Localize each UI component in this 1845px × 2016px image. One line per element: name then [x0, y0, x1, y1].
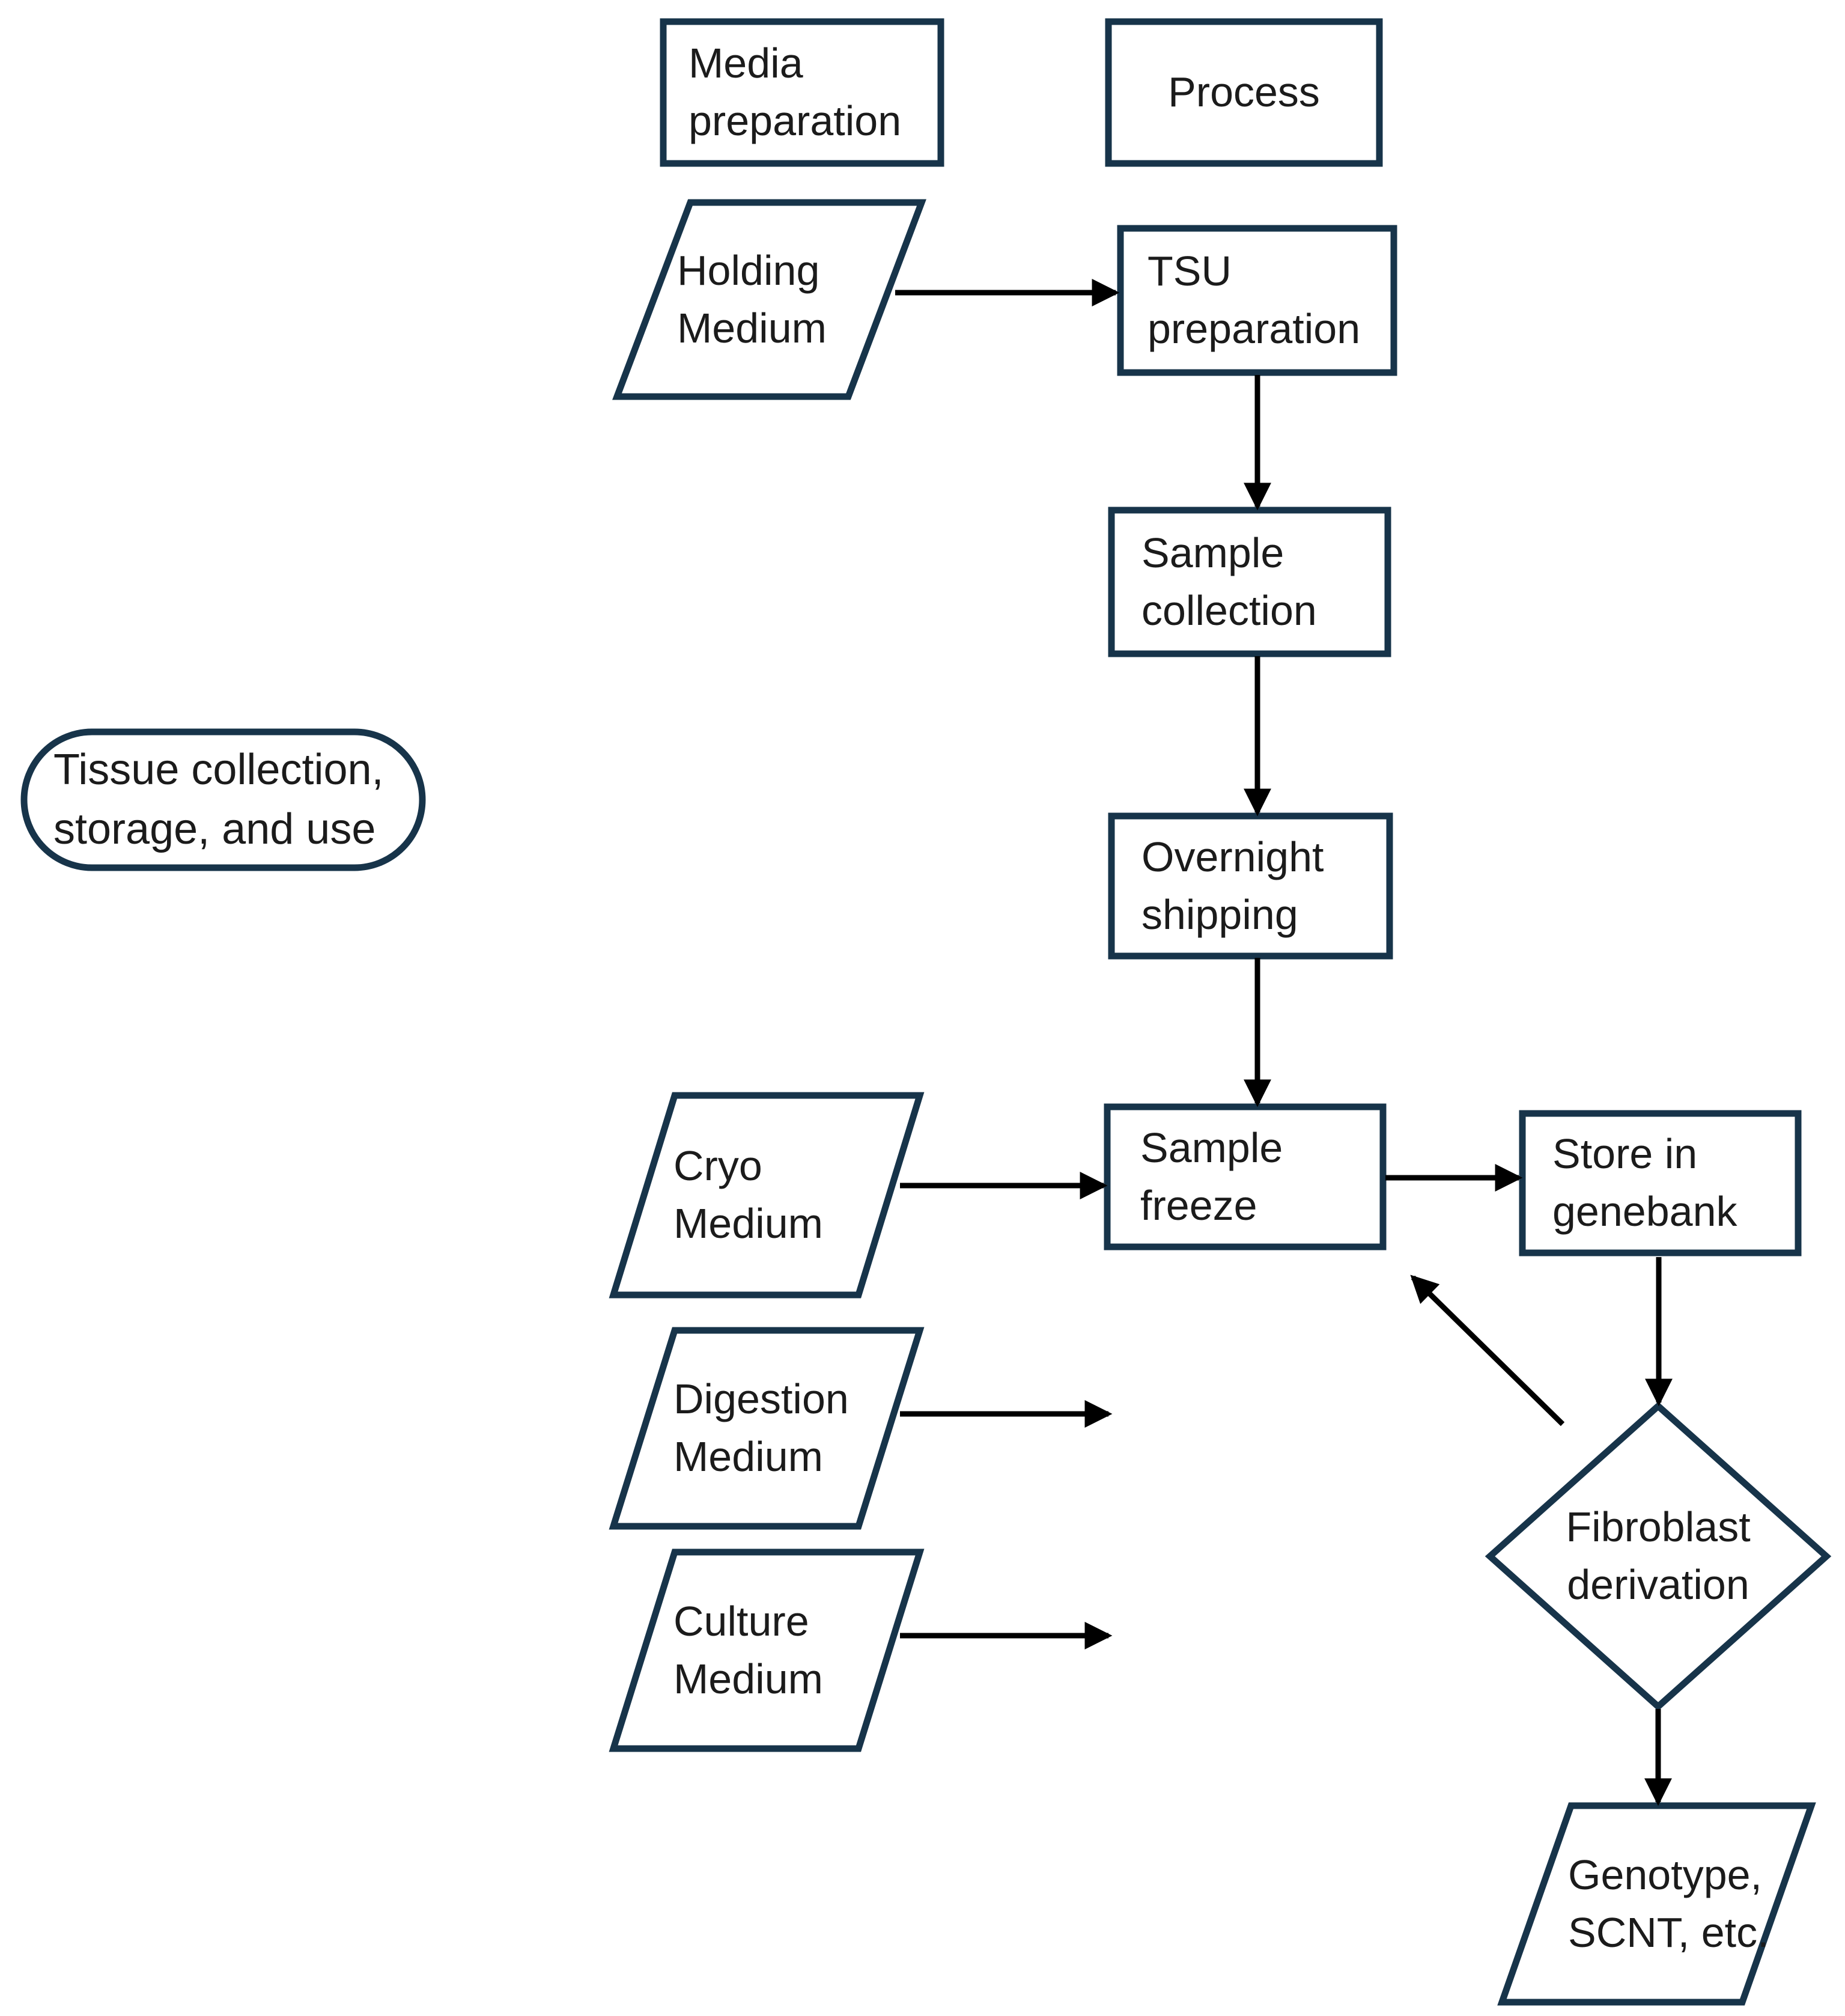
node-holding-medium-shape: [612, 199, 926, 400]
node-tsu-preparation-shape: [1117, 225, 1397, 376]
label-line: Culture: [673, 1597, 809, 1645]
node-digestion-medium-label: Digestion Medium: [613, 1330, 920, 1526]
label-line: Medium: [673, 1433, 823, 1480]
node-tsu-preparation-label: TSU preparation: [1120, 228, 1394, 373]
label-line: Cryo: [673, 1142, 762, 1190]
label-line: Sample: [1140, 1124, 1283, 1171]
label-line: Genotype,: [1568, 1851, 1762, 1898]
node-genotype-scnt-shape: [1497, 1802, 1816, 2006]
arrow-fibroblast-derivation-to-sample-freeze: [1410, 1274, 1565, 1427]
node-media-preparation-shape: [660, 18, 944, 167]
label-line: Overnight: [1141, 833, 1324, 880]
node-process-label: Process: [1108, 22, 1379, 163]
node-cryo-medium-label: Cryo Medium: [613, 1095, 920, 1295]
label-line: SCNT, etc.: [1568, 1908, 1769, 1956]
label-line: Medium: [673, 1200, 823, 1247]
label-line: Tissue collection,: [53, 746, 384, 794]
label-line: preparation: [688, 97, 902, 144]
label-line: shipping: [1141, 891, 1298, 938]
label-line: collection: [1141, 586, 1317, 634]
label-line: storage, and use: [53, 805, 376, 853]
label-line: Digestion: [673, 1375, 849, 1423]
label-line: preparation: [1147, 305, 1361, 352]
node-cryo-medium-shape: [609, 1092, 925, 1299]
node-sample-freeze-shape: [1104, 1103, 1387, 1250]
label-line: Medium: [673, 1655, 823, 1702]
node-holding-medium-label: Holding Medium: [617, 203, 922, 397]
node-store-in-genebank-shape: [1519, 1110, 1802, 1256]
node-overnight-shipping-shape: [1108, 812, 1393, 960]
node-store-in-genebank-label: Store in genebank: [1522, 1113, 1798, 1253]
label-line: Media: [688, 40, 803, 87]
node-sample-collection-shape: [1108, 507, 1391, 657]
node-tissue-stadium-shape: [20, 728, 426, 871]
label-line: Sample: [1141, 529, 1284, 576]
node-sample-collection-label: Sample collection: [1111, 510, 1388, 654]
label-line: Store in: [1552, 1130, 1698, 1178]
label-line: Holding: [677, 246, 820, 294]
label-line: derivation: [1567, 1561, 1749, 1608]
node-fibroblast-derivation-shape: [1485, 1401, 1832, 1711]
label-line: Process: [1168, 69, 1320, 116]
label-line: Medium: [677, 304, 827, 352]
node-fibroblast-derivation-label: Fibroblast derivation: [1490, 1406, 1826, 1707]
node-culture-medium-label: Culture Medium: [613, 1552, 920, 1749]
node-process-shape: [1105, 18, 1383, 167]
label-line: freeze: [1140, 1181, 1257, 1229]
node-culture-medium-shape: [609, 1549, 925, 1752]
label-line: Fibroblast: [1566, 1503, 1751, 1551]
node-tissue-stadium-label: Tissue collection, storage, and use: [20, 728, 426, 871]
node-genotype-scnt-label: Genotype, SCNT, etc.: [1502, 1806, 1811, 2002]
node-digestion-medium-shape: [609, 1327, 925, 1530]
label-line: TSU: [1147, 248, 1232, 295]
node-media-preparation-label: Media preparation: [663, 22, 941, 163]
label-line: genebank: [1552, 1188, 1737, 1235]
node-overnight-shipping-label: Overnight shipping: [1111, 816, 1390, 956]
node-sample-freeze-label: Sample freeze: [1107, 1107, 1383, 1247]
